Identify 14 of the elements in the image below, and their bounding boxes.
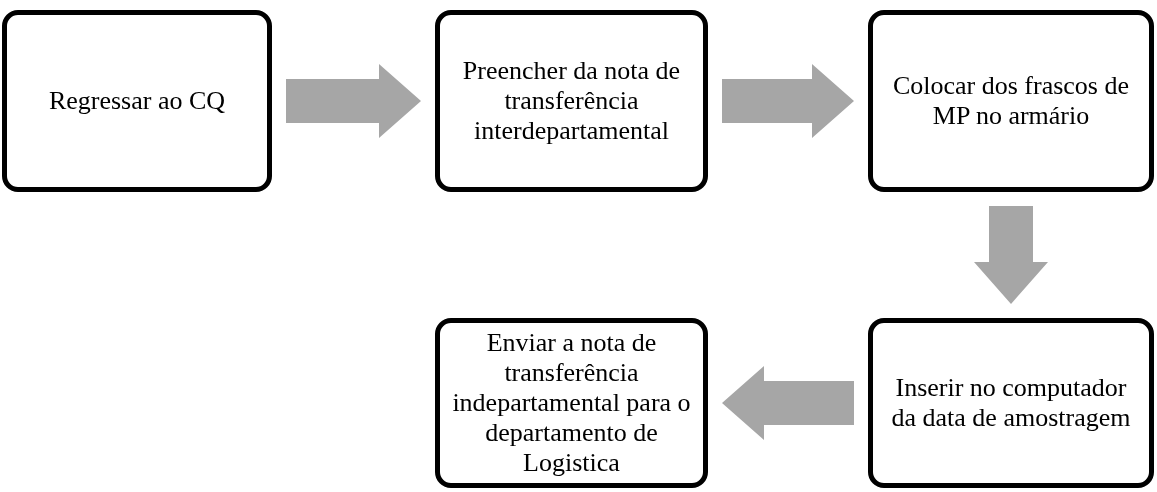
block-arrow — [974, 206, 1048, 304]
process-box — [435, 318, 708, 488]
step-text: Colocar dos frascos de MP no armário — [891, 71, 1131, 131]
process-box — [2, 10, 272, 192]
step-text: Regressar ao CQ — [48, 86, 226, 116]
step-text: Enviar a nota de transferência indepartamental para o departamento de Logistica — [451, 328, 692, 478]
process-box — [868, 10, 1154, 192]
process-box — [435, 10, 708, 192]
block-arrow — [722, 64, 854, 138]
step-text: Preencher da nota de transferência interdepartamental — [461, 56, 682, 146]
step-text: Inserir no computador da data de amostragem — [890, 373, 1132, 433]
block-arrow — [286, 64, 421, 138]
block-arrow — [722, 366, 854, 440]
process-box — [868, 318, 1154, 488]
